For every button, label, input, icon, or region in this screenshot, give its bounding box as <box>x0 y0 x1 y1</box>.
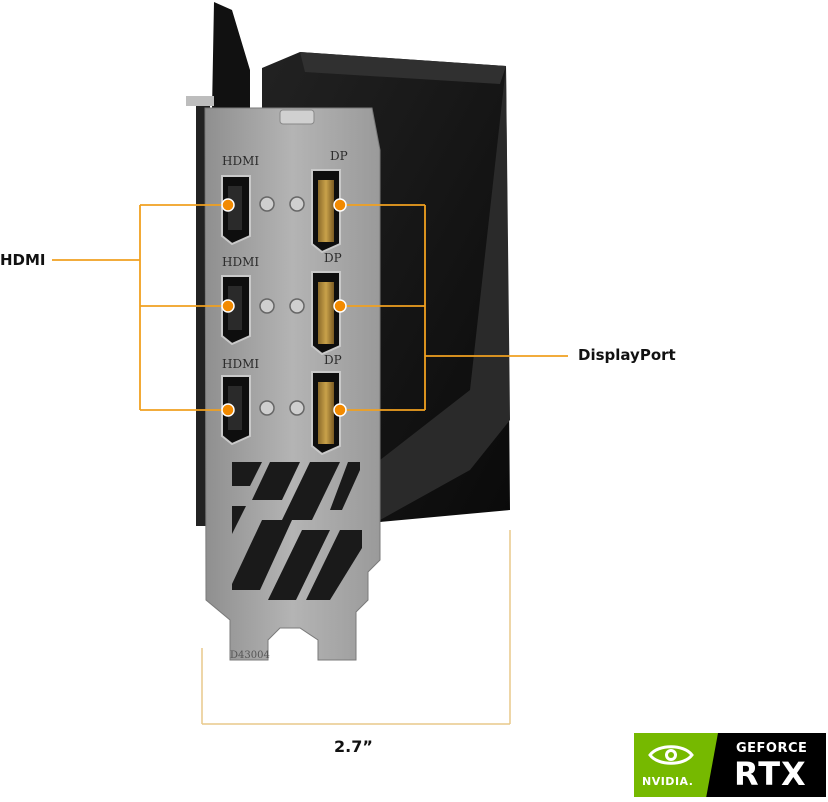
dp-marker-1 <box>333 198 347 212</box>
dp-marker-3 <box>333 403 347 417</box>
dp-port-1 <box>311 169 341 254</box>
dp-marking-3: DP <box>324 353 342 367</box>
nvidia-green-panel <box>634 733 718 797</box>
rtx-wordmark: RTX <box>734 755 807 793</box>
hdmi-port-1 <box>221 175 251 246</box>
hdmi-port-2 <box>221 275 251 346</box>
nvidia-eye-icon <box>648 745 694 765</box>
dp-callout-lines <box>340 204 568 411</box>
dp-marking-2: DP <box>324 251 342 265</box>
hdmi-ports <box>221 175 251 446</box>
hdmi-marking-1: HDMI <box>222 154 259 168</box>
bracket-screws <box>259 196 305 416</box>
hdmi-port-3 <box>221 375 251 446</box>
nvidia-wordmark: NVIDIA. <box>642 775 694 788</box>
dp-marker-2 <box>333 299 347 313</box>
hdmi-marking-3: HDMI <box>222 357 259 371</box>
hdmi-callout-lines <box>52 204 228 411</box>
hdmi-marker-3 <box>221 403 235 417</box>
dp-marking-1: DP <box>330 149 348 163</box>
dp-port-2 <box>311 271 341 356</box>
dp-port-3 <box>311 371 341 456</box>
hdmi-marker-1 <box>221 198 235 212</box>
width-dimension-lines <box>201 530 511 725</box>
part-code-marking: D43004 <box>230 650 270 661</box>
width-dimension-label: 2.7” <box>334 737 373 756</box>
hdmi-callout-label: HDMI <box>0 251 46 269</box>
port-markers <box>221 198 347 417</box>
bracket-markings: HDMI HDMI HDMI DP DP DP D43004 <box>222 149 348 661</box>
hdmi-marker-2 <box>221 299 235 313</box>
vent-slots <box>232 462 362 600</box>
nvidia-geforce-rtx-badge: NVIDIA. GEFORCE RTX <box>634 733 826 797</box>
hdmi-marking-2: HDMI <box>222 255 259 269</box>
geforce-wordmark: GEFORCE <box>736 741 808 756</box>
displayport-ports <box>311 169 341 456</box>
displayport-callout-label: DisplayPort <box>578 346 676 364</box>
